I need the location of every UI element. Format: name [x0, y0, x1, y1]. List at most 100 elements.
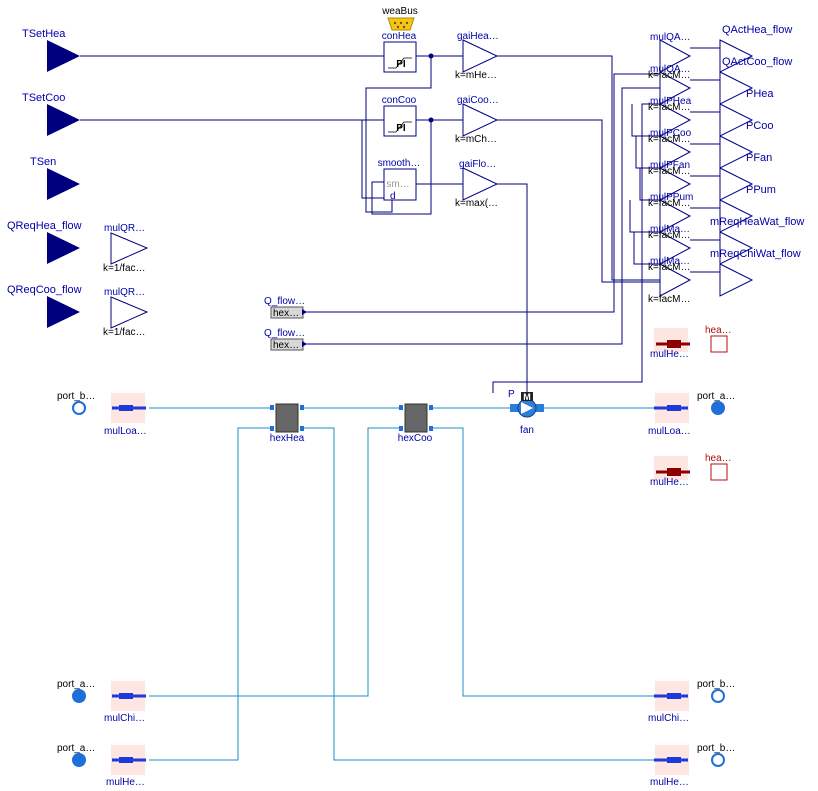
svg-text:mulHe…: mulHe…: [650, 349, 689, 360]
right-gain-name: mulMa…: [650, 224, 690, 235]
svg-text:sm…: sm…: [386, 179, 409, 190]
signal-wires: [80, 47, 720, 393]
fluid-wires: [149, 407, 655, 761]
output-pcoo[interactable]: [719, 135, 754, 169]
right-gain-k: k=facM…: [648, 134, 691, 145]
mulload-left[interactable]: mulLoa…: [104, 393, 147, 437]
svg-text:hea…: hea…: [705, 453, 732, 464]
right-gain-k: k=facM…: [648, 70, 691, 81]
output-connectors: QActHea_flow QActCoo_flow PHea PCoo PFan…: [710, 24, 804, 297]
right-gain-k: k=facM…: [648, 102, 691, 113]
input-tsetcoo[interactable]: TSetCoo: [22, 92, 80, 136]
port-b-right-chi[interactable]: port_b…: [697, 679, 735, 703]
svg-text:hex…: hex…: [273, 340, 299, 351]
port-a-top-right[interactable]: port_a…: [697, 391, 735, 415]
hexcoo-block[interactable]: hexCoo: [398, 403, 433, 444]
gain-gaiflo[interactable]: gaiFlo… k=max(…: [455, 159, 499, 209]
port-b-top-left[interactable]: port_b…: [57, 391, 95, 415]
svg-text:conHea: conHea: [382, 31, 417, 42]
output-label: QActHea_flow: [722, 24, 792, 36]
output-label: PHea: [746, 88, 774, 100]
weabus-connector[interactable]: weaBus: [381, 6, 418, 31]
output-ppum[interactable]: [719, 199, 754, 233]
right-gain-name: mulPCoo: [650, 128, 692, 139]
gain-mulqa-coo[interactable]: [659, 71, 692, 105]
svg-text:port_b…: port_b…: [697, 679, 735, 690]
svg-text:QReqHea_flow: QReqHea_flow: [7, 220, 82, 232]
right-gain-name: mulMa…: [650, 256, 690, 267]
gain-gaicoo[interactable]: gaiCoo… k=mCh…: [455, 95, 499, 145]
output-mreqheawat-flow[interactable]: [719, 231, 754, 265]
output-mreqchiwat-flow[interactable]: [719, 263, 754, 297]
gain-gaihea[interactable]: gaiHea… k=mHe…: [455, 31, 499, 81]
gain-mulqr-heating[interactable]: mulQR… k=1/fac…: [103, 223, 149, 274]
right-gain-name: mulPFan: [650, 160, 690, 171]
svg-text:Q_flow…: Q_flow…: [264, 328, 305, 339]
gain-mulpcoo[interactable]: [659, 135, 692, 169]
output-label: mReqHeaWat_flow: [710, 216, 804, 228]
svg-text:mulHe…: mulHe…: [650, 777, 689, 788]
svg-text:mulHe…: mulHe…: [650, 477, 689, 488]
svg-text:TSen: TSen: [30, 156, 56, 168]
qflow-hexcoo[interactable]: Q_flow… hex…: [264, 328, 307, 351]
right-gain-k: k=facM…: [648, 262, 691, 273]
conhea-pi-block[interactable]: conHea PI: [382, 31, 417, 73]
svg-text:gaiFlo…: gaiFlo…: [459, 159, 496, 170]
output-qactcoo-flow[interactable]: [719, 71, 754, 105]
svg-text:k=1/fac…: k=1/fac…: [103, 263, 146, 274]
concoo-pi-block[interactable]: conCoo PI: [382, 95, 417, 137]
svg-text:PI: PI: [396, 59, 406, 70]
qflow-hexhea[interactable]: Q_flow… hex…: [264, 296, 307, 319]
gain-mulqr-cooling[interactable]: mulQR… k=1/fac…: [103, 287, 149, 338]
output-label: PCoo: [746, 120, 774, 132]
svg-text:PI: PI: [396, 123, 406, 134]
gain-mulppum[interactable]: [659, 199, 692, 233]
svg-text:port_a…: port_a…: [57, 679, 95, 690]
port-b-right-hea[interactable]: port_b…: [697, 743, 735, 767]
output-pfan[interactable]: [719, 167, 754, 201]
gain-mulma-chi[interactable]: [659, 263, 692, 297]
right-gain-stack: mulQA… mulQA… mulPHea mulPCoo mulPFan mu…: [648, 32, 693, 305]
output-label: PPum: [746, 184, 776, 196]
gain-mulma-hea[interactable]: [659, 231, 692, 265]
input-qreqhea-flow[interactable]: QReqHea_flow: [7, 220, 82, 264]
svg-text:fan: fan: [520, 425, 534, 436]
port-a-left-chi[interactable]: port_a…: [57, 679, 95, 703]
svg-text:mulLoa…: mulLoa…: [648, 426, 691, 437]
port-a-left-hea[interactable]: port_a…: [57, 743, 95, 767]
right-gain-name: mulQA…: [650, 64, 691, 75]
mulhe-left[interactable]: mulHe…: [106, 745, 146, 788]
mulchi-right[interactable]: mulChi…: [648, 681, 689, 724]
right-gain-k: k=facM…: [648, 294, 691, 305]
mulhe-right[interactable]: mulHe…: [650, 745, 689, 788]
input-qreqcoo-flow[interactable]: QReqCoo_flow: [7, 284, 82, 328]
svg-text:TSetCoo: TSetCoo: [22, 92, 65, 104]
svg-text:mulHe…: mulHe…: [106, 777, 145, 788]
gain-mulphea[interactable]: [659, 103, 692, 137]
svg-text:gaiCoo…: gaiCoo…: [457, 95, 499, 106]
output-phea[interactable]: [719, 103, 754, 137]
input-tsethea[interactable]: TSetHea: [22, 28, 80, 72]
smooth-block[interactable]: smooth… sm… d: [378, 158, 421, 202]
svg-text:smooth…: smooth…: [378, 158, 421, 169]
svg-text:mulQR…: mulQR…: [104, 287, 145, 298]
svg-text:k=1/fac…: k=1/fac…: [103, 327, 146, 338]
hexhea-block[interactable]: hexHea: [270, 403, 305, 444]
heat-port-1[interactable]: hea… mulHe…: [650, 325, 732, 360]
svg-text:hexCoo: hexCoo: [398, 433, 433, 444]
output-qacthea-flow[interactable]: [719, 39, 754, 73]
mulload-right[interactable]: mulLoa…: [648, 393, 691, 437]
gain-mulpfan[interactable]: [659, 167, 692, 201]
svg-text:k=max(…: k=max(…: [455, 198, 498, 209]
fan-block[interactable]: M P fan: [508, 389, 544, 436]
right-gain-name: mulPPum: [650, 192, 693, 203]
svg-text:d: d: [390, 191, 396, 202]
right-gain-k: k=facM…: [648, 198, 691, 209]
mulchi-left[interactable]: mulChi…: [104, 681, 146, 724]
heat-port-2[interactable]: hea… mulHe…: [650, 453, 732, 488]
svg-text:mulLoa…: mulLoa…: [104, 426, 147, 437]
input-tsen[interactable]: TSen: [30, 156, 80, 200]
right-gain-k: k=facM…: [648, 230, 691, 241]
gain-mulqa-hea[interactable]: [659, 39, 692, 73]
